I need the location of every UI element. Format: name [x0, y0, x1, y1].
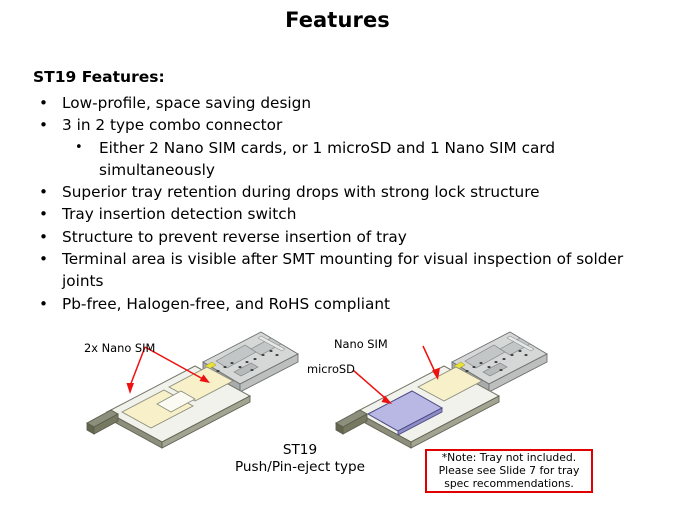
right-callout-microsd-label: microSD [307, 362, 355, 376]
callout-arrows-right [352, 345, 436, 399]
sim-tray-right [335, 365, 501, 449]
arrowhead-icon [381, 395, 392, 404]
arrowhead-icon [126, 383, 134, 394]
list-item-text: Pb-free, Halogen-free, and RoHS complian… [62, 294, 391, 313]
bullet-marker-icon: • [39, 94, 49, 112]
arrowhead-icon [199, 374, 210, 383]
features-sub-bullet-list: • Either 2 Nano SIM cards, or 1 microSD … [62, 137, 648, 182]
bullet-marker-icon: • [39, 294, 49, 313]
list-item: • Low-profile, space saving design [33, 92, 648, 114]
bullet-marker-icon: • [39, 205, 49, 224]
note-line-3: spec recommendations. [444, 477, 574, 490]
list-item: • Tray insertion detection switch [33, 203, 648, 225]
right-callout-nano-sim-label: Nano SIM [334, 337, 388, 351]
note-line-2: Please see Slide 7 for tray [438, 464, 580, 477]
sim-tray-left [86, 365, 252, 449]
list-item: • 3 in 2 type combo connector • Either 2… [33, 114, 648, 181]
list-item-text: Tray insertion detection switch [62, 205, 297, 224]
list-item: • Terminal area is visible after SMT mou… [33, 248, 648, 293]
caption-line-2: Push/Pin-eject type [234, 459, 366, 475]
list-item: • Superior tray retention during drops w… [33, 181, 648, 203]
left-product-illustration [86, 331, 299, 449]
list-item-text: Superior tray retention during drops wit… [62, 183, 540, 202]
left-figure-caption: ST19 Push/Pin-eject type [200, 442, 400, 476]
bullet-marker-icon: • [39, 183, 49, 202]
sub-bullet-marker-icon: • [75, 139, 83, 155]
bullet-marker-icon: • [39, 116, 49, 135]
caption-line-1: ST19 [282, 442, 318, 458]
right-product-illustration [335, 331, 548, 449]
product-figures: 2x Nano SIM ST19 Push/Pin-eject type [0, 322, 675, 506]
list-item: • Structure to prevent reverse insertion… [33, 226, 648, 248]
sub-list-item-text: Either 2 Nano SIM cards, or 1 microSD an… [99, 138, 556, 179]
page-title: Features [285, 8, 390, 32]
list-item-text: Terminal area is visible after SMT mount… [62, 250, 624, 291]
bullet-marker-icon: • [39, 227, 49, 246]
bullet-marker-icon: • [39, 250, 49, 269]
list-item-text: 3 in 2 type combo connector [62, 116, 283, 135]
features-bullet-list: • Low-profile, space saving design • 3 i… [33, 92, 648, 315]
features-heading: ST19 Features: [33, 68, 165, 86]
callout-arrows-left [129, 346, 204, 387]
left-callout-label: 2x Nano SIM [84, 341, 156, 355]
list-item-text: Structure to prevent reverse insertion o… [62, 227, 407, 246]
note-box: *Note: Tray not included. Please see Sli… [425, 449, 593, 493]
features-block: ST19 Features: • Low-profile, space savi… [33, 68, 648, 315]
sub-list-item: • Either 2 Nano SIM cards, or 1 microSD … [68, 137, 648, 182]
note-line-1: *Note: Tray not included. [441, 451, 577, 464]
arrowhead-icon [432, 367, 440, 380]
list-item: • Pb-free, Halogen-free, and RoHS compli… [33, 293, 648, 315]
list-item-text: Low-profile, space saving design [62, 94, 312, 112]
